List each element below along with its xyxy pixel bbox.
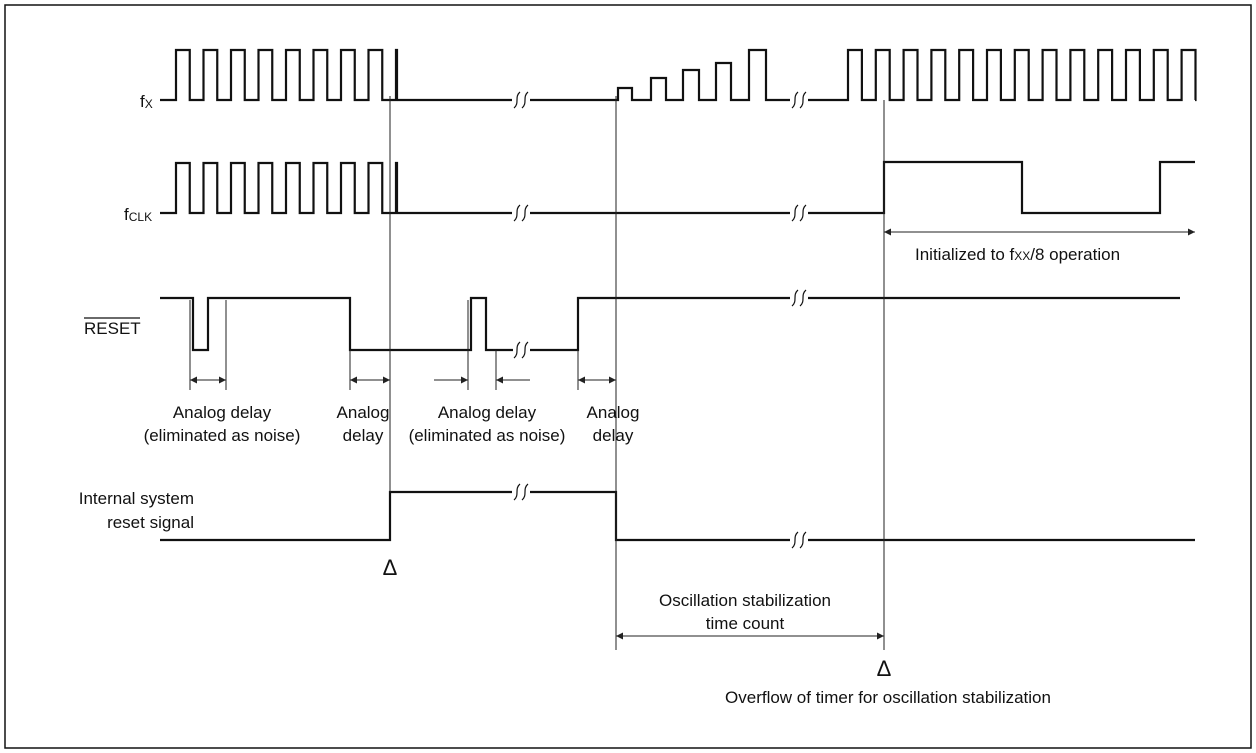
delay-arrow-4-head-right [609,376,616,384]
analog-delay-1-label: Analog [337,403,390,422]
break-mark-5-1 [513,341,521,359]
break-mark-2-1 [791,91,799,109]
analog-delay-2-label-2: delay [593,426,634,445]
break-mark-1-2 [521,91,529,109]
internal-reset-wave-segment-1 [160,490,512,542]
reset-wave-segment-2 [530,296,790,352]
signal-label-internal-reset-2: reset signal [107,513,194,532]
break-mark-3-2 [521,204,529,222]
delay-arrow-4-head-left [578,376,585,384]
break-mark-4-1 [791,204,799,222]
delay-arrows [190,228,1195,640]
delay-arrow-2-head-left [350,376,357,384]
fclk-wave-segment-4 [808,160,1195,215]
break-mark-8-1 [791,531,799,549]
osc-stab-arrow-head-right [877,632,884,640]
overflow-marker-triangle: Δ [877,656,892,681]
delay-arrow-3-left-head [461,376,468,384]
signal-label-fclk: fCLK [124,205,152,224]
osc-stab-label-2: time count [706,614,785,633]
osc-stab-arrow-head-left [616,632,623,640]
reset-marker-triangle: Δ [383,555,398,580]
break-mark-2-2 [799,91,807,109]
fx-wave-segment-3 [530,48,790,102]
signal-label-internal-reset: Internal system [79,489,194,508]
fx-wave-segment-1 [160,48,399,102]
break-mark-4-2 [799,204,807,222]
analog-delay-noise-2-label-2: (eliminated as noise) [409,426,566,445]
analog-delay-noise-1-label: Analog delay [173,403,272,422]
break-mark-8-2 [799,531,807,549]
osc-stab-label: Oscillation stabilization [659,591,831,610]
signal-label-reset: RESET [84,319,141,338]
initialized-arrow-head-right [1188,228,1195,236]
signal-label-fx: fX [140,92,153,111]
analog-delay-2-label: Analog [587,403,640,422]
reset-wave-segment-1 [160,296,513,352]
break-mark-7-2 [521,483,529,501]
delay-arrow-2-head-right [383,376,390,384]
break-marks [513,91,807,549]
diagram-frame [4,4,1252,749]
internal-reset-wave-segment-2 [530,490,790,542]
break-mark-6-1 [791,289,799,307]
analog-delay-noise-1-label-2: (eliminated as noise) [144,426,301,445]
break-mark-5-2 [521,341,529,359]
delay-arrow-1-head-left [190,376,197,384]
analog-delay-1-label-2: delay [343,426,384,445]
break-mark-3-1 [513,204,521,222]
fx-wave-segment-4 [808,48,1197,102]
break-mark-7-1 [513,483,521,501]
delay-arrow-1-head-right [219,376,226,384]
overflow-label: Overflow of timer for oscillation stabil… [725,688,1051,707]
fclk-wave-segment-1 [160,161,399,215]
break-mark-1-1 [513,91,521,109]
break-mark-6-2 [799,289,807,307]
initialized-arrow-head-left [884,228,891,236]
delay-arrow-3-right-head [496,376,503,384]
analog-delay-noise-2-label: Analog delay [438,403,537,422]
initialized-label: Initialized to fXX/8 operation [915,245,1120,264]
